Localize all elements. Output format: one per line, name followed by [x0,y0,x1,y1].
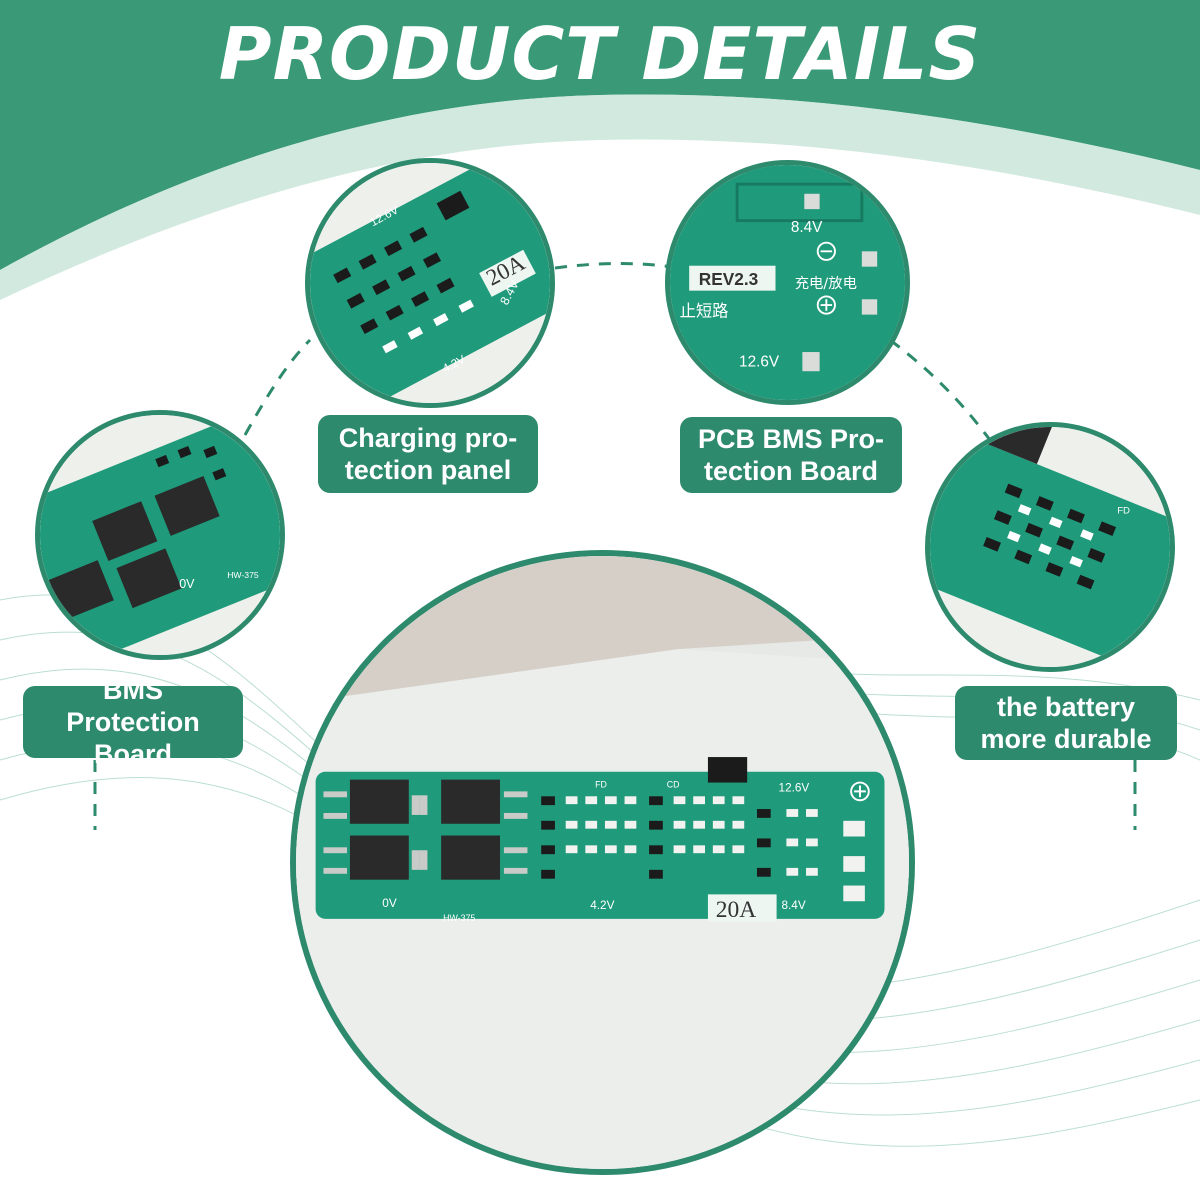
label-charging-line1: Charging pro- [338,423,518,453]
label-pcb-line2: tection Board [703,456,878,486]
main-cd-text: CD [667,779,680,789]
label-charging-line2: tection panel [344,455,512,485]
pcb-cn-short-text: 止短路 [680,302,729,321]
label-battery-line2: more durable [980,724,1152,754]
label-battery-durable: the battery more durable [955,686,1177,760]
battery-fd-text: FD [1117,505,1130,516]
main-v-low-text: 4.2V [590,899,614,912]
label-bms-line2: Board [93,739,172,769]
detail-circle-pcb: 8.4V REV2.3 充电/放电 止短路 12.6V [665,160,910,405]
pcb-v-high-text: 12.6V [739,353,780,370]
main-zero-v-text: 0V [382,897,397,910]
label-bms-board: BMS Protection Board [23,675,243,769]
main-fd-text: FD [595,779,607,789]
pcb-v-mid-text: 8.4V [791,219,823,236]
label-pcb-bms: PCB BMS Pro- tection Board [680,417,902,493]
main-product-circle: 20A 12.6V 8.4V 4.2V 0V HW-375 FD CD [290,550,915,1175]
detail-circle-bms: 0V HW-375 [35,410,285,660]
mosfet-group [323,779,528,880]
label-charging-panel: Charging pro- tection panel [318,415,538,493]
main-rating-text: 20A [716,897,757,923]
label-bms-line1: BMS Protection [66,675,200,737]
main-v-mid-text: 8.4V [781,899,805,912]
main-model-text: HW-375 [443,913,475,923]
pcb-cn-charge-text: 充电/放电 [795,275,857,292]
detail-circle-charging: 20A 8.4V 4.2V 12.6V [305,158,555,408]
detail-circle-battery: FD [925,422,1175,672]
pcb-revision-text: REV2.3 [699,269,758,289]
main-v-high-text: 12.6V [779,781,810,794]
label-pcb-line1: PCB BMS Pro- [697,424,884,454]
page-title: PRODUCT DETAILS [218,12,982,96]
label-battery-line1: the battery [996,692,1136,722]
bms-model-text: HW-375 [227,570,259,580]
bms-zero-v-text: 0V [179,577,195,591]
